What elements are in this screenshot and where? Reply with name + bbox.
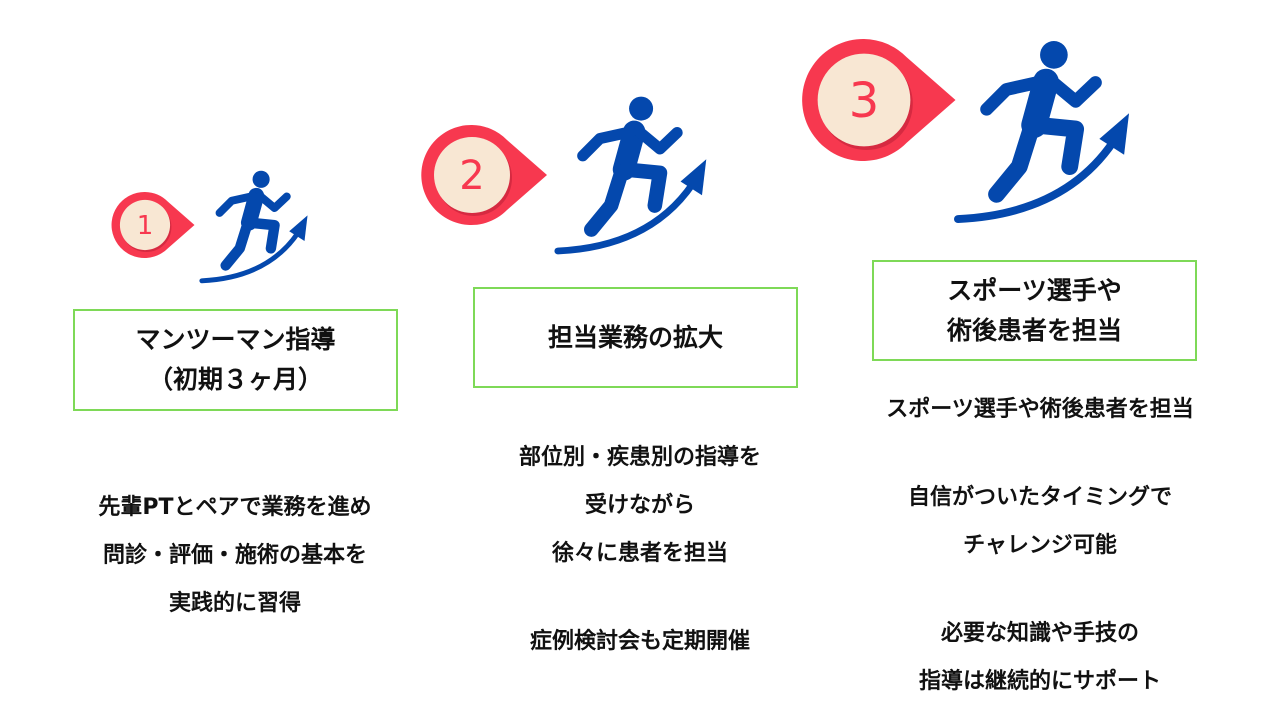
step-1-text: 問診・評価・施術の基本を <box>102 543 367 568</box>
step-2-badge: 2 <box>421 124 547 225</box>
step-3-text: スポーツ選手や術後患者を担当 <box>886 397 1194 422</box>
step-3-number: 3 <box>849 73 880 129</box>
runner-arrow-icon <box>955 38 1133 226</box>
step-1-text: 先輩PTとペアで業務を進め <box>98 495 372 520</box>
step-3-title-line: 術後患者を担当 <box>946 315 1122 345</box>
step-2-text: 症例検討会も定期開催 <box>529 629 750 654</box>
step-1-title-line: （初期３ヶ月） <box>147 365 323 394</box>
step-3-badge: 3 <box>802 38 956 161</box>
step-1-title-line: マンツーマン指導 <box>135 325 336 354</box>
step-3-text: チャレンジ可能 <box>963 533 1117 558</box>
step-2-description: 部位別・疾患別の指導を 受けながら 徐々に患者を担当 症例検討会も定期開催 <box>440 434 840 666</box>
step-3-description: スポーツ選手や術後患者を担当 自信がついたタイミングで チャレンジ可能 必要な知… <box>820 386 1260 706</box>
step-2-title-box: 担当業務の拡大 <box>473 287 798 388</box>
step-3-title-line: スポーツ選手や <box>947 275 1122 305</box>
runner-arrow-icon <box>555 94 710 257</box>
step-3-text: 自信がついたタイミングで <box>907 485 1172 510</box>
step-2-title-line: 担当業務の拡大 <box>547 322 723 352</box>
step-1-title-box: マンツーマン指導 （初期３ヶ月） <box>73 309 398 411</box>
step-2-number: 2 <box>459 153 484 199</box>
step-1-text: 実践的に習得 <box>168 591 301 616</box>
step-1-number: 1 <box>137 211 154 241</box>
runner-arrow-icon <box>200 168 310 286</box>
step-2-text: 部位別・疾患別の指導を <box>518 445 761 470</box>
step-2-text: 受けながら <box>584 493 695 518</box>
step-3-text: 必要な知識や手技の <box>940 621 1139 646</box>
step-1-description: 先輩PTとペアで業務を進め 問診・評価・施術の基本を 実践的に習得 <box>35 484 435 628</box>
step-2-text: 徐々に患者を担当 <box>551 541 728 566</box>
step-3-title-box: スポーツ選手や 術後患者を担当 <box>872 260 1197 361</box>
step-1-badge: 1 <box>111 191 195 258</box>
step-3-text: 指導は継続的にサポート <box>918 669 1161 694</box>
